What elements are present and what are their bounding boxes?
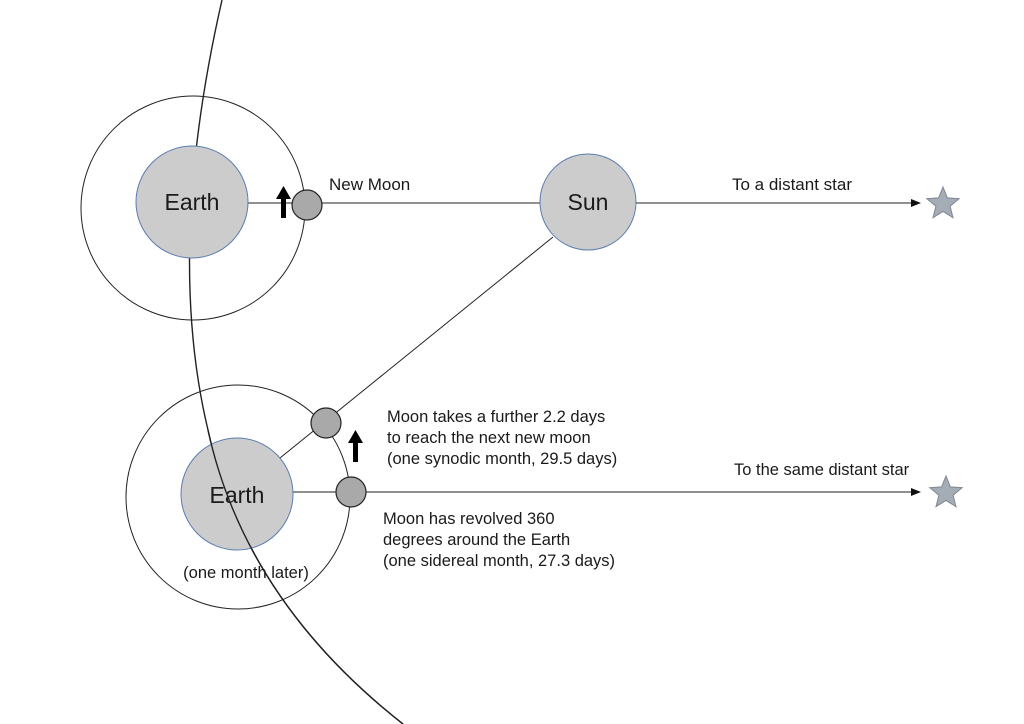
earth-top-label: Earth — [165, 189, 220, 215]
earth-orbit-path-overlay — [207, 429, 404, 724]
moon-synodic-position — [310, 407, 342, 439]
sidereal-note-line: (one sidereal month, 27.3 days) — [383, 552, 615, 570]
distant-star-label: To a distant star — [732, 175, 852, 194]
sidereal-note-line: Moon has revolved 360 — [383, 510, 555, 528]
distant-star-icon-top — [925, 185, 961, 219]
moon-direction-arrow-top — [276, 186, 291, 218]
earth-bottom — [180, 437, 294, 551]
moon-sidereal-position — [335, 476, 367, 508]
one-month-later-label: (one month later) — [183, 564, 309, 582]
earth-orbit-path — [188, 0, 404, 724]
synodic-note-line: Moon takes a further 2.2 days — [387, 408, 605, 426]
earth-top — [135, 145, 249, 259]
sidereal-note-line: degrees around the Earth — [383, 531, 570, 549]
distant-star-icon-bottom — [928, 474, 964, 508]
sidereal-note: Moon has revolved 360 degrees around the… — [383, 510, 615, 570]
earth-bottom-label: Earth — [210, 482, 265, 508]
new-moon — [291, 189, 323, 221]
synodic-note-line: (one synodic month, 29.5 days) — [387, 450, 617, 468]
sun-label: Sun — [568, 189, 609, 215]
moon-direction-arrow-bottom — [348, 430, 363, 462]
synodic-note: Moon takes a further 2.2 days to reach t… — [387, 408, 617, 468]
same-star-label: To the same distant star — [734, 461, 910, 479]
synodic-note-line: to reach the next new moon — [387, 429, 591, 447]
new-moon-label: New Moon — [329, 175, 410, 194]
sun — [539, 153, 637, 251]
